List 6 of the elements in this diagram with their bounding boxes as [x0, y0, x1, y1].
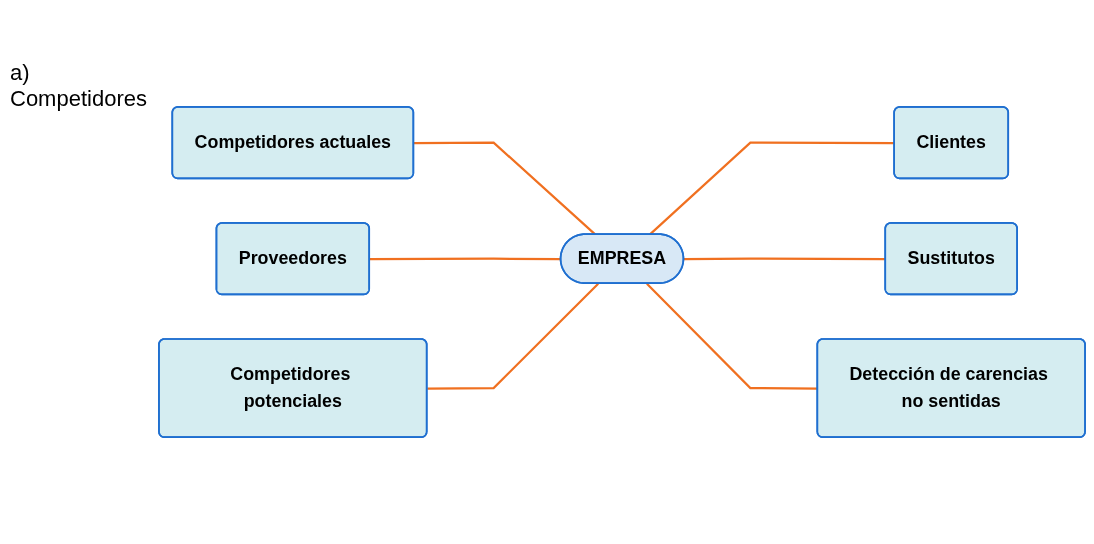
connector [646, 282, 818, 390]
connector [427, 282, 599, 390]
connector [683, 257, 886, 261]
connector [413, 141, 597, 236]
connector [648, 141, 895, 236]
note-text: a) Competidores [10, 60, 147, 112]
